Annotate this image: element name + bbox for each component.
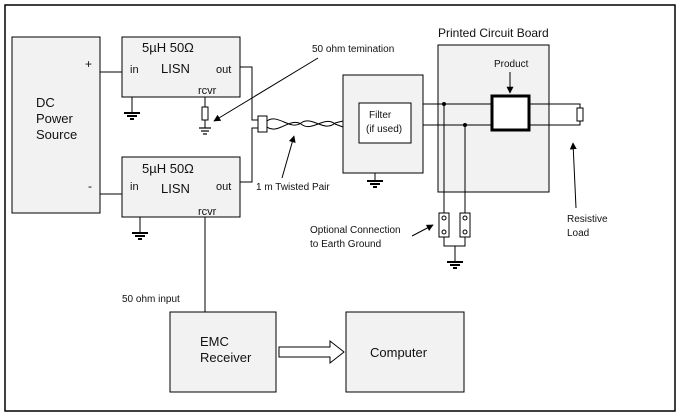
twisted-pair-label: 1 m Twisted Pair <box>256 182 330 193</box>
lisn-bottom-box <box>121 156 241 218</box>
filter-label-2: (if used) <box>366 124 402 135</box>
emc-receiver-label-1: EMC <box>200 334 229 349</box>
resistive-load-resistor <box>576 107 584 122</box>
data-flow-arrow <box>278 339 345 365</box>
lisn-top-name: LISN <box>161 61 190 76</box>
resistive-load-label-2: Load <box>567 228 589 239</box>
emc-receiver-label-2: Receiver <box>200 350 252 365</box>
lisn-top-box <box>121 36 241 98</box>
dc-power-source-label-1: DC <box>36 95 55 110</box>
computer-box <box>345 311 465 393</box>
dc-power-source-label-2: Power <box>36 111 74 126</box>
lisn-bottom-rcvr: rcvr <box>198 206 217 218</box>
filter-label-1: Filter <box>369 110 392 121</box>
termination-resistor <box>201 106 209 121</box>
optional-connector-right <box>459 212 471 238</box>
wire-lisn-bottom-out <box>240 127 258 183</box>
lisn-top-rcvr: rcvr <box>198 85 217 97</box>
lisn-bottom-out: out <box>216 181 231 193</box>
lisn-bottom-name: LISN <box>161 181 190 196</box>
filter-inner-box <box>358 102 412 144</box>
twisted-pair-connector <box>257 115 268 133</box>
optional-connection-label-2: to Earth Ground <box>310 239 381 250</box>
dc-power-source-label-3: Source <box>36 127 77 142</box>
termination-label: 50 ohm temination <box>312 44 394 55</box>
resistive-load-pointer <box>569 142 577 209</box>
input-label: 50 ohm input <box>122 294 180 305</box>
optional-connection-pointer <box>411 224 434 237</box>
twisted-pair-pointer <box>281 135 296 179</box>
product-label: Product <box>494 59 529 70</box>
plus-terminal-label: + <box>85 57 92 71</box>
termination-pointer <box>213 57 319 122</box>
optional-connector-left <box>438 212 450 238</box>
emc-receiver-box <box>169 311 277 393</box>
termination-ground-icon <box>199 127 211 135</box>
twisted-pair-cable <box>266 118 344 130</box>
filter-ground-icon <box>367 180 383 188</box>
optional-earth-ground-icon <box>447 261 463 269</box>
outer-frame <box>4 4 676 412</box>
lisn-bottom-ground-icon <box>132 232 148 240</box>
lisn-bottom-spec: 5µH 50Ω <box>142 161 194 176</box>
product-box <box>490 94 531 132</box>
lisn-top-ground-icon <box>124 112 140 120</box>
lisn-bottom-in: in <box>130 181 139 193</box>
wire-lisn-top-out <box>240 66 258 121</box>
dc-power-source-box <box>11 36 101 214</box>
lisn-top-spec: 5µH 50Ω <box>142 40 194 55</box>
lisn-top-out: out <box>216 64 231 76</box>
optional-connection-label-1: Optional Connection <box>310 225 401 236</box>
computer-label: Computer <box>370 345 428 360</box>
lisn-top-in: in <box>130 64 139 76</box>
wire-product-to-load-bottom <box>529 120 581 126</box>
minus-terminal-label: - <box>88 179 92 193</box>
pcb-title: Printed Circuit Board <box>438 26 549 40</box>
resistive-load-label-1: Resistive <box>567 214 608 225</box>
